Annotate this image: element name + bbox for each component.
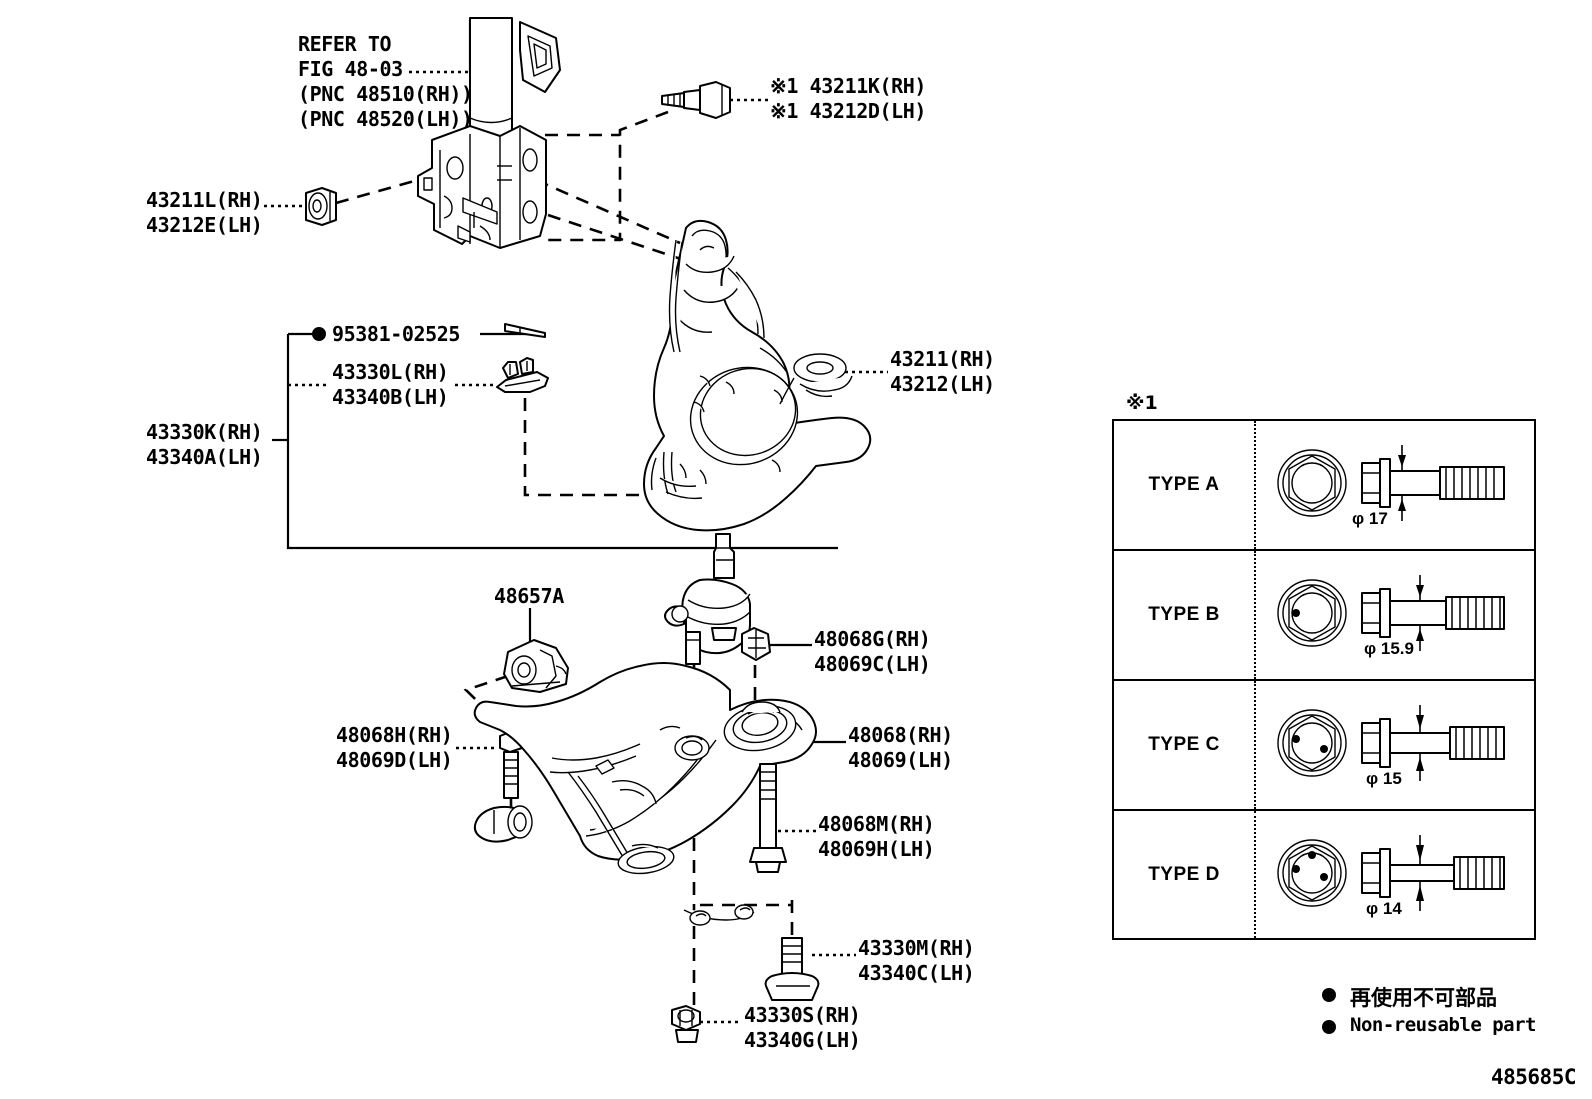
label-bracket-48657A: 48657A bbox=[494, 584, 564, 608]
legend-dot-japanese bbox=[1322, 988, 1336, 1002]
type-a-name: TYPE A bbox=[1148, 474, 1220, 495]
label-bolt-48068M-rh: 48068M(RH) bbox=[818, 812, 935, 836]
label-knuckle-43211-rh: 43211(RH) bbox=[890, 347, 995, 371]
label-bolt-48069D-lh: 48069D(LH) bbox=[336, 748, 453, 772]
type-table-row-c: TYPE C bbox=[1114, 681, 1534, 811]
legend-dot-english bbox=[1322, 1020, 1336, 1034]
type-table-row-b: TYPE B bbox=[1114, 551, 1534, 681]
type-a-art: φ 17 bbox=[1254, 421, 1534, 549]
type-a-diameter: φ 17 bbox=[1352, 509, 1388, 528]
kit-bracket-43330K bbox=[286, 334, 838, 550]
label-arm-48068-rh: 48068(RH) bbox=[848, 723, 953, 747]
type-b-diameter: φ 15.9 bbox=[1364, 639, 1414, 658]
type-d-diameter: φ 14 bbox=[1366, 899, 1402, 918]
type-d-name: TYPE D bbox=[1148, 863, 1220, 885]
type-c-diameter: φ 15 bbox=[1366, 769, 1402, 788]
label-kit-43330K-rh: 43330K(RH) bbox=[146, 420, 263, 444]
label-nut-48069C-lh: 48069C(LH) bbox=[814, 652, 931, 676]
type-table-divider bbox=[1254, 681, 1256, 809]
legend-english-text: Non-reusable part bbox=[1350, 1014, 1536, 1036]
refer-note-line1: REFER TO bbox=[298, 32, 392, 56]
label-nut-43330S-rh: 43330S(RH) bbox=[744, 1003, 861, 1027]
label-nut-43340G-lh: 43340G(LH) bbox=[744, 1028, 861, 1052]
assembly-line-clip bbox=[523, 398, 658, 497]
type-table-marker: ※1 bbox=[1126, 392, 1158, 414]
type-b-bolt-drawing bbox=[1277, 575, 1505, 651]
label-nut-43211L-rh: 43211L(RH) bbox=[146, 188, 263, 212]
refer-note-line4: (PNC 48520(LH)) bbox=[298, 107, 473, 131]
label-arm-48069-lh: 48069(LH) bbox=[848, 748, 953, 772]
assembly-line-nut-upper bbox=[335, 174, 433, 205]
label-bolt-48069H-lh: 48069H(LH) bbox=[818, 837, 935, 861]
label-bolt-43330M-rh: 43330M(RH) bbox=[858, 936, 975, 960]
label-bolt-43211K-rh: ※1 43211K(RH) bbox=[770, 74, 927, 98]
type-b-art: φ 15.9 bbox=[1254, 551, 1534, 679]
figure-number: 485685C bbox=[1490, 1065, 1577, 1089]
type-table-divider bbox=[1254, 811, 1256, 938]
assembly-line-knuckle-2 bbox=[535, 178, 681, 245]
type-table-row-a: TYPE A bbox=[1114, 421, 1534, 551]
type-table-divider bbox=[1254, 421, 1256, 549]
label-pin-95381: 95381-02525 bbox=[332, 322, 461, 346]
refer-note-line3: (PNC 48510(RH)) bbox=[298, 82, 473, 106]
type-b-name: TYPE B bbox=[1148, 604, 1220, 625]
label-bolt-43211K-lh: ※1 43212D(LH) bbox=[770, 99, 927, 123]
bolt-type-table: TYPE A bbox=[1112, 419, 1536, 940]
type-c-art: φ 15 bbox=[1254, 681, 1534, 809]
type-c-name: TYPE C bbox=[1148, 734, 1220, 755]
assembly-line-knuckle-1 bbox=[547, 213, 691, 264]
type-table-row-d: TYPE D bbox=[1114, 811, 1534, 938]
label-bolt-48068H-rh: 48068H(RH) bbox=[336, 723, 453, 747]
type-a-bolt-drawing bbox=[1277, 445, 1505, 521]
legend-japanese-text: 再使用不可部品 bbox=[1350, 986, 1497, 1010]
type-d-art: φ 14 bbox=[1254, 811, 1534, 938]
type-d-bolt-drawing bbox=[1277, 835, 1505, 911]
type-c-bolt-drawing bbox=[1277, 705, 1505, 781]
refer-note-line2: FIG 48-03 bbox=[298, 57, 403, 81]
label-knuckle-43212-lh: 43212(LH) bbox=[890, 372, 995, 396]
type-table-divider bbox=[1254, 551, 1256, 679]
label-nut-48068G-rh: 48068G(RH) bbox=[814, 627, 931, 651]
label-kit-43330K-lh: 43340A(LH) bbox=[146, 445, 263, 469]
label-bolt-43340C-lh: 43340C(LH) bbox=[858, 961, 975, 985]
label-clip-43330L-rh: 43330L(RH) bbox=[332, 360, 449, 384]
label-clip-43330L-lh: 43340B(LH) bbox=[332, 385, 449, 409]
label-nut-43211L-lh: 43212E(LH) bbox=[146, 213, 263, 237]
assembly-line-bolt-upper bbox=[545, 110, 669, 242]
non-reusable-dot-95381 bbox=[312, 327, 326, 341]
